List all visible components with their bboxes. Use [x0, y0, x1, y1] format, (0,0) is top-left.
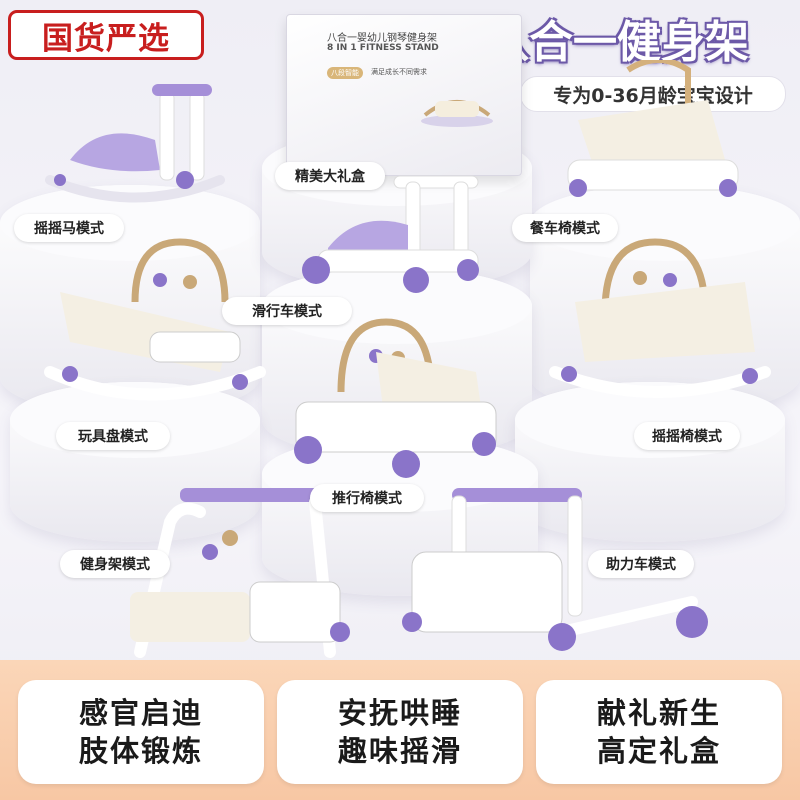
brand-name: 国货严选 — [42, 20, 170, 57]
mode-label-fitness-stand: 健身架模式 — [60, 550, 170, 578]
fitness-stand-image — [130, 488, 350, 658]
gift-box-english: 8 IN 1 FITNESS STAND — [327, 43, 439, 53]
gift-box-tagline: 满足成长不同需求 — [371, 68, 427, 76]
gift-box-image: 八合一婴幼儿钢琴健身架 8 IN 1 FITNESS STAND 八段智能 满足… — [286, 14, 522, 176]
feature-card: 安抚哄睡 趣味摇滑 — [277, 680, 523, 784]
rocking-chair-image — [549, 238, 771, 398]
feature-line-1: 献礼新生 — [596, 696, 721, 730]
rocking-horse-image — [45, 84, 225, 203]
mode-label-ride-on: 滑行车模式 — [222, 297, 352, 325]
mode-label-dining-chair: 餐车椅模式 — [512, 214, 618, 242]
page-subtitle: 专为0-36月龄宝宝设计 — [520, 76, 786, 112]
push-walker-image — [402, 488, 708, 651]
dining-chair-image — [567, 60, 739, 197]
feature-line-1: 安抚哄睡 — [337, 696, 462, 730]
mode-label-walker: 助力车模式 — [588, 550, 694, 578]
toy-tray-bouncer-image — [44, 238, 266, 401]
brand-badge: 国货严选 — [8, 10, 204, 60]
feature-card: 感官启迪 肢体锻炼 — [18, 680, 264, 784]
gift-box-title: 八合一婴幼儿钢琴健身架 — [327, 33, 437, 44]
mode-label-gift-box: 精美大礼盒 — [275, 162, 385, 190]
gift-box-tag: 八段智能 — [327, 67, 363, 79]
feature-line-2: 肢体锻炼 — [78, 734, 203, 768]
ride-on-car-image — [302, 175, 479, 293]
mode-label-toy-tray: 玩具盘模式 — [56, 422, 170, 450]
mode-label-rocking-chair: 摇摇椅模式 — [634, 422, 740, 450]
page-title: 八合一健身架 — [485, 17, 749, 68]
feature-card: 献礼新生 高定礼盒 — [536, 680, 782, 784]
push-chair-image — [294, 318, 497, 478]
mode-label-rocking-horse: 摇摇马模式 — [14, 214, 124, 242]
feature-line-1: 感官启迪 — [78, 696, 203, 730]
mode-label-push-chair: 推行椅模式 — [310, 484, 424, 512]
gift-box-chair-illustration — [421, 100, 493, 127]
pedestal — [0, 185, 260, 415]
feature-line-2: 高定礼盒 — [596, 734, 721, 768]
feature-line-2: 趣味摇滑 — [337, 734, 462, 768]
